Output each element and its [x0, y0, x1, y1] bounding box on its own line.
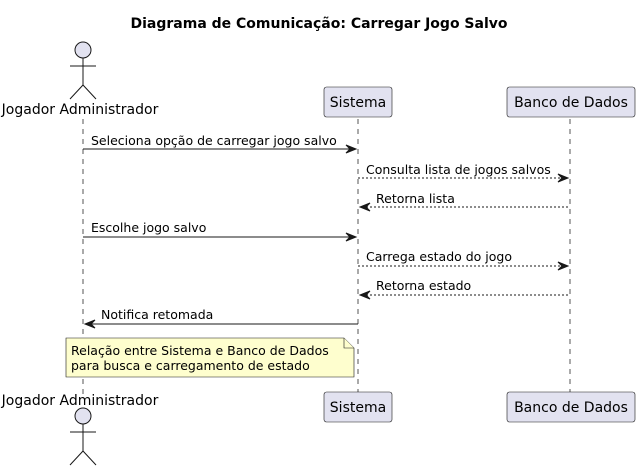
actor-jogador-bottom: Jogador Administrador	[1, 393, 159, 466]
diagram-title: Diagrama de Comunicação: Carregar Jogo S…	[130, 16, 507, 32]
message-6-arrowhead	[358, 290, 371, 300]
message-4: Escolhe jogo salvo	[83, 220, 358, 242]
actor-head-bottom	[74, 407, 92, 425]
message-7-arrowhead	[83, 319, 96, 329]
actor-leg-left-top	[69, 84, 84, 100]
participant-banco-bottom: Banco de Dados	[506, 391, 636, 423]
participant-box-banco-bottom	[506, 391, 636, 423]
note-box	[65, 337, 355, 378]
message-1: Seleciona opção de carregar jogo salvo	[83, 133, 358, 154]
note-line-1: Relação entre Sistema e Banco de Dados	[71, 343, 329, 358]
note-line-2: para busca e carregamento de estado	[71, 358, 310, 373]
note: Relação entre Sistema e Banco de Dados p…	[65, 337, 355, 378]
message-6-label: Retorna estado	[376, 278, 471, 293]
participant-box-sistema-bottom	[323, 391, 393, 423]
message-5-label: Carrega estado do jogo	[366, 249, 512, 264]
participant-label-banco-bottom: Banco de Dados	[514, 400, 628, 416]
participant-box-banco-top	[506, 86, 636, 118]
message-5: Carrega estado do jogo	[358, 249, 570, 271]
note-fold	[343, 338, 354, 349]
actor-label-bottom: Jogador Administrador	[1, 393, 159, 409]
message-2-label: Consulta lista de jogos salvos	[366, 162, 551, 177]
participant-label-banco-top: Banco de Dados	[514, 95, 628, 111]
message-7-label: Notifica retomada	[101, 307, 213, 322]
message-5-arrowhead	[557, 261, 570, 271]
message-3-label: Retorna lista	[376, 191, 455, 206]
participant-banco-top: Banco de Dados	[506, 86, 636, 118]
message-4-arrowhead	[345, 232, 358, 242]
message-4-label: Escolhe jogo salvo	[91, 220, 206, 235]
message-2: Consulta lista de jogos salvos	[358, 162, 570, 183]
message-6: Retorna estado	[358, 278, 570, 300]
actor-jogador-top: Jogador Administrador	[1, 41, 159, 118]
message-2-arrowhead	[557, 173, 570, 183]
message-1-arrowhead	[345, 144, 358, 154]
actor-leg-right-bottom	[82, 450, 97, 466]
message-3: Retorna lista	[358, 191, 570, 212]
actor-leg-left-bottom	[69, 450, 84, 466]
message-7: Notifica retomada	[83, 307, 358, 329]
actor-label-top: Jogador Administrador	[1, 102, 159, 118]
participant-sistema-top: Sistema	[323, 86, 393, 118]
participant-sistema-bottom: Sistema	[323, 391, 393, 423]
actor-leg-right-top	[82, 84, 97, 100]
actor-head-top	[74, 41, 92, 59]
message-3-arrowhead	[358, 202, 371, 212]
participant-label-sistema-bottom: Sistema	[330, 400, 386, 416]
participant-label-sistema-top: Sistema	[330, 95, 386, 111]
message-1-label: Seleciona opção de carregar jogo salvo	[91, 133, 337, 148]
participant-box-sistema-top	[323, 86, 393, 118]
